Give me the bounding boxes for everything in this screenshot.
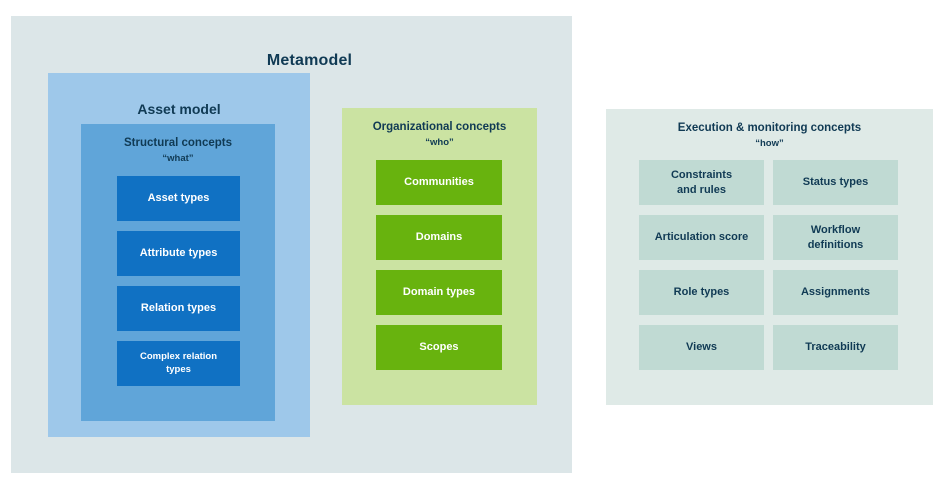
structural-concepts-subtitle: “what” [162,152,194,164]
execution-item-articulation-score: Articulation score [639,215,764,260]
execution-item-assignments: Assignments [773,270,898,315]
asset-model-panel: Asset model Structural concepts “what” A… [48,73,310,437]
structural-item-asset-types: Asset types [117,176,240,221]
structural-item-complex-relation-types: Complex relation types [117,341,240,386]
execution-monitoring-panel: Execution & monitoring concepts “how” Co… [606,109,933,405]
structural-concepts-title: Structural concepts [124,137,232,149]
structural-concepts-panel: Structural concepts “what” Asset types A… [81,124,275,421]
organizational-item-domains: Domains [376,215,502,260]
execution-monitoring-header: Execution & monitoring concepts “how” [606,122,933,149]
execution-item-traceability: Traceability [773,325,898,370]
structural-item-attribute-types: Attribute types [117,231,240,276]
execution-item-status-types: Status types [773,160,898,205]
execution-item-role-types: Role types [639,270,764,315]
metamodel-panel: Metamodel Asset model Structural concept… [11,16,572,473]
organizational-concepts-subtitle: “who” [425,136,454,148]
organizational-item-domain-types: Domain types [376,270,502,315]
organizational-item-scopes: Scopes [376,325,502,370]
execution-item-constraints-and-rules: Constraints and rules [639,160,764,205]
organizational-concepts-header: Organizational concepts “who” [342,121,537,148]
asset-model-title: Asset model [137,101,221,117]
organizational-item-communities: Communities [376,160,502,205]
structural-item-relation-types: Relation types [117,286,240,331]
organizational-concepts-panel: Organizational concepts “who” Communitie… [342,108,537,405]
execution-item-views: Views [639,325,764,370]
execution-monitoring-title: Execution & monitoring concepts [677,122,862,134]
organizational-concepts-title: Organizational concepts [372,121,507,133]
structural-concepts-header: Structural concepts “what” [81,137,275,164]
execution-item-workflow-definitions: Workflow definitions [773,215,898,260]
metamodel-title: Metamodel [266,52,353,69]
execution-monitoring-subtitle: “how” [755,137,784,149]
